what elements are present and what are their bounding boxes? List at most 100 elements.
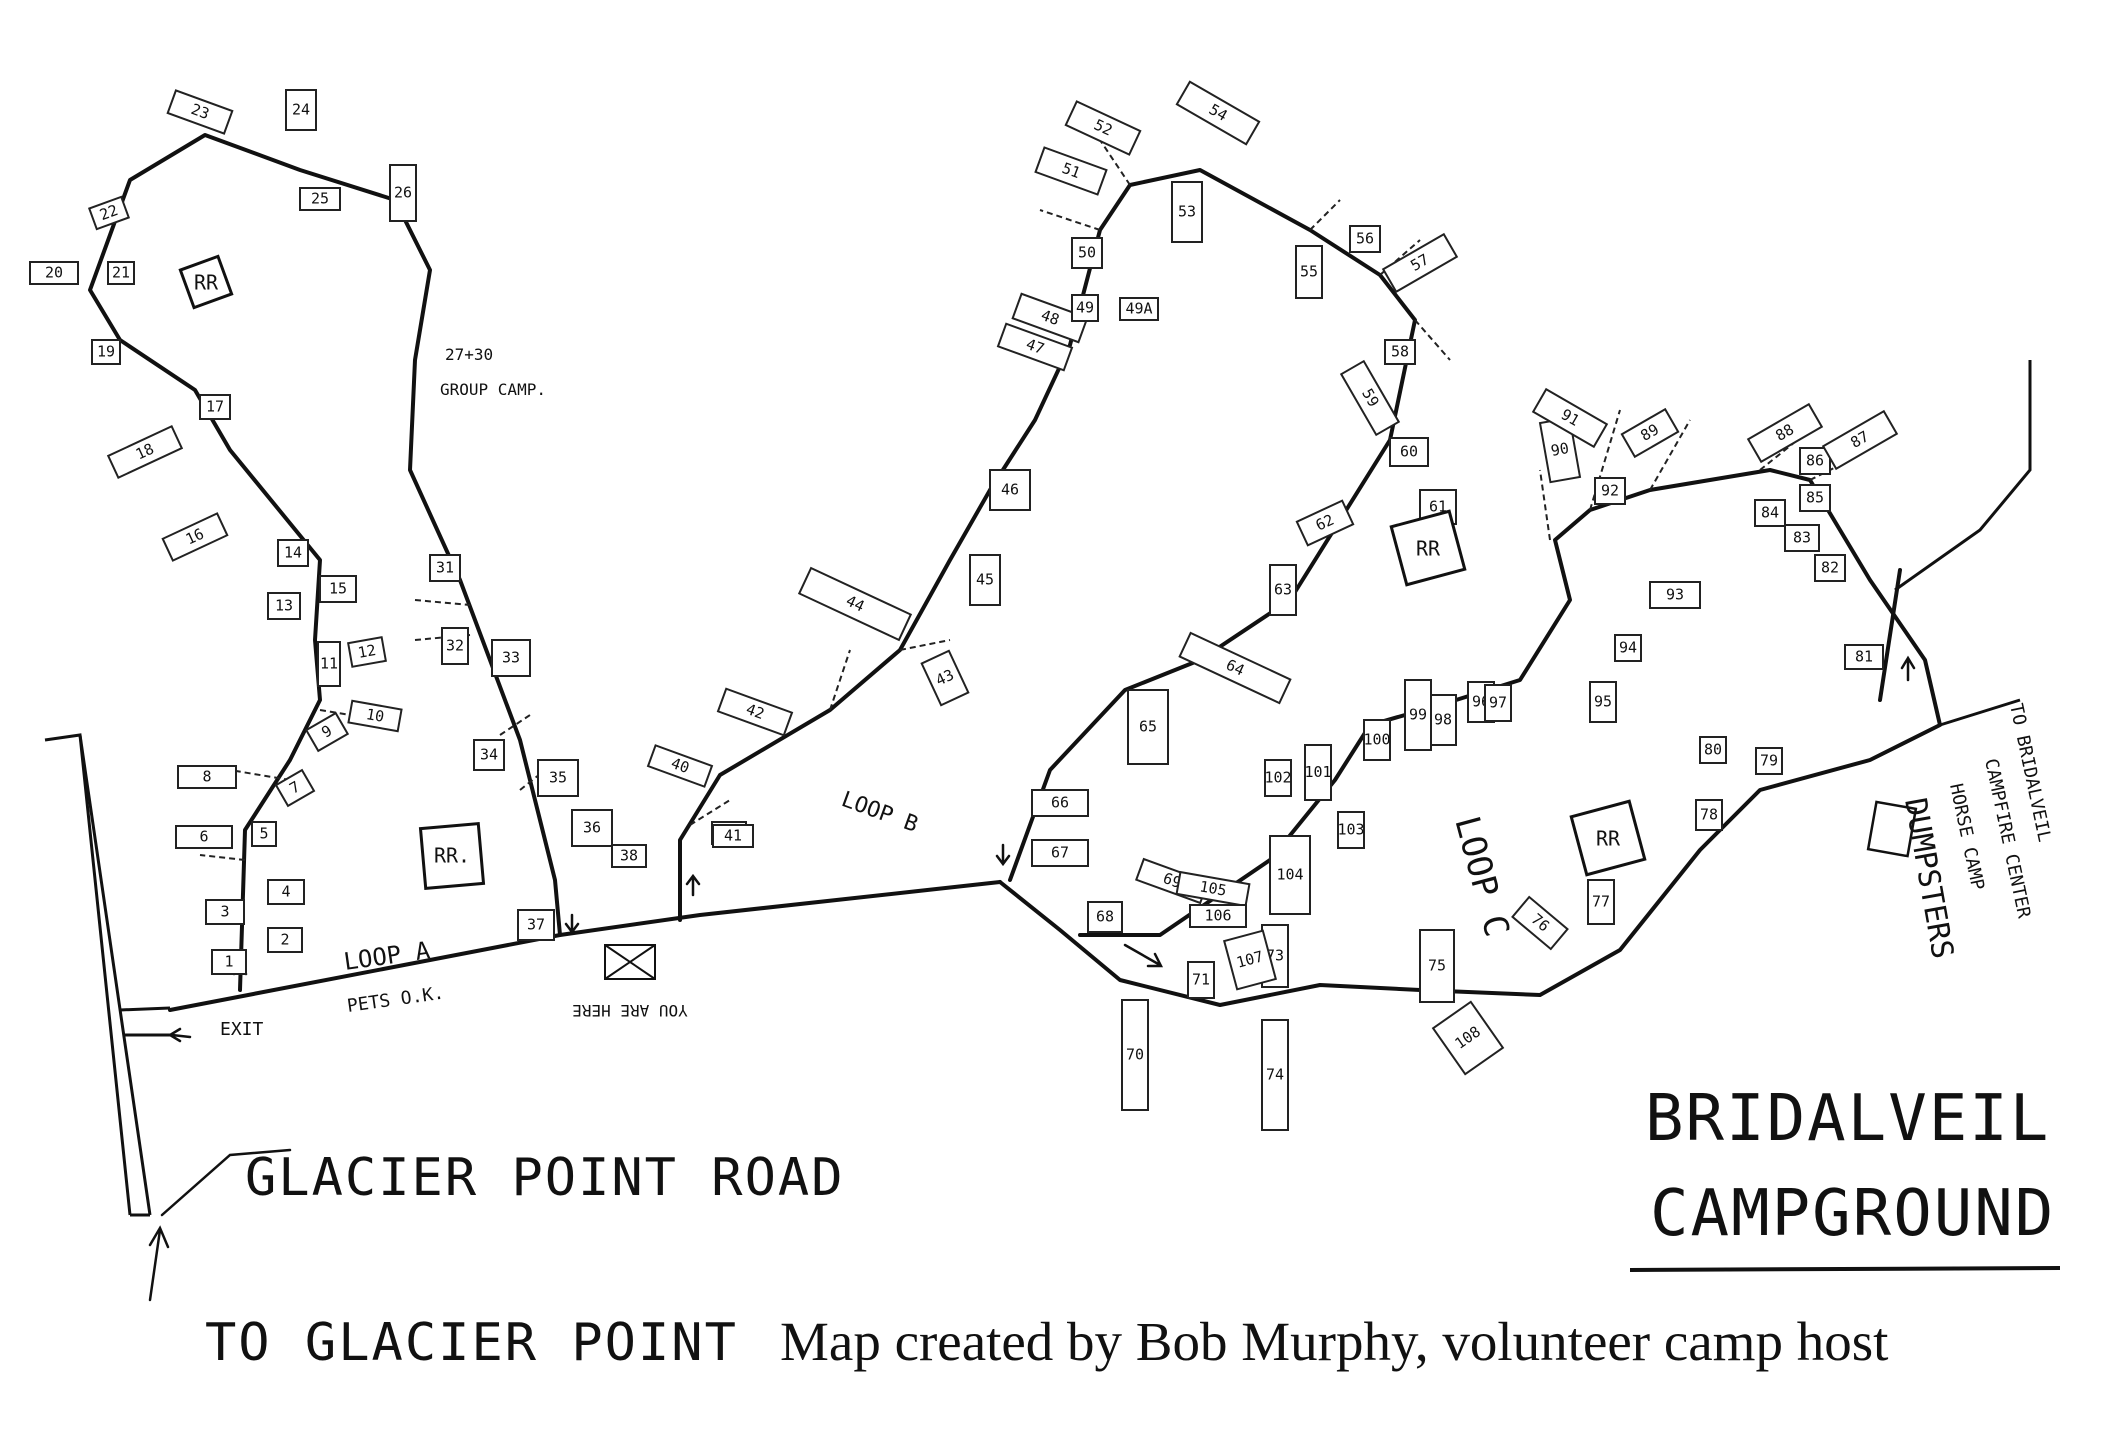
campsite-box bbox=[1349, 225, 1381, 253]
campsite-number: 1 bbox=[224, 953, 233, 971]
campsite: 52 bbox=[1064, 100, 1142, 156]
campsite: 62 bbox=[1295, 499, 1355, 547]
campsite-box bbox=[304, 711, 350, 753]
campsite-number: 63 bbox=[1274, 581, 1292, 599]
campsite-number: 23 bbox=[189, 100, 212, 123]
campsite-number: 40 bbox=[669, 754, 692, 777]
campsite: 82 bbox=[1814, 554, 1846, 582]
campsite-box bbox=[1121, 999, 1149, 1111]
campsite: 4 bbox=[267, 879, 305, 905]
campsite-number: 8 bbox=[202, 768, 211, 786]
campsite: 49A bbox=[1119, 297, 1159, 321]
campsite-number: 80 bbox=[1704, 741, 1722, 759]
campsite-box bbox=[1295, 499, 1355, 547]
campsite: 19 bbox=[91, 339, 121, 365]
campsite-number: 42 bbox=[744, 700, 767, 723]
campsite: 36 bbox=[571, 809, 613, 847]
campsite-box bbox=[1814, 554, 1846, 582]
campsite-number: 13 bbox=[275, 597, 293, 615]
campsite: 105 bbox=[1175, 870, 1251, 908]
campsite-number: 32 bbox=[446, 637, 464, 655]
campsite-box bbox=[267, 592, 301, 620]
campsite: 13 bbox=[267, 592, 301, 620]
campsite-box bbox=[1620, 407, 1680, 459]
campsite-number: 60 bbox=[1400, 443, 1418, 461]
campsite-box bbox=[205, 899, 245, 925]
campsite: 47 bbox=[996, 322, 1074, 372]
campsite-box bbox=[1746, 402, 1824, 464]
campsite-number: 25 bbox=[311, 190, 329, 208]
campsite: 12 bbox=[347, 636, 387, 668]
campsite: 88 bbox=[1746, 402, 1824, 464]
campsite-box bbox=[161, 512, 229, 562]
campsite-number: 22 bbox=[97, 201, 120, 224]
campsite-box bbox=[1031, 789, 1089, 817]
campsite: 56 bbox=[1349, 225, 1381, 253]
campsite-number: 56 bbox=[1356, 230, 1374, 248]
group-camp-line1: 27+30 bbox=[445, 345, 493, 364]
campsite-box bbox=[199, 394, 231, 420]
campsite: 25 bbox=[299, 187, 341, 211]
campsite: 86 bbox=[1799, 447, 1831, 475]
campsite-number: 68 bbox=[1096, 908, 1114, 926]
campsite: 26 bbox=[389, 164, 417, 222]
campsite-number: 5 bbox=[259, 825, 268, 843]
campsite-box bbox=[1614, 634, 1642, 662]
campsite: 14 bbox=[277, 539, 309, 567]
campsite: 94 bbox=[1614, 634, 1642, 662]
campsite-number: 16 bbox=[183, 525, 207, 549]
campsite-number: 79 bbox=[1760, 752, 1778, 770]
campsite: 40 bbox=[646, 744, 714, 788]
campsite-box bbox=[1071, 294, 1099, 322]
campsite-number: 104 bbox=[1276, 866, 1303, 884]
campsite: 74 bbox=[1261, 1019, 1289, 1131]
campsite-number: 65 bbox=[1139, 718, 1157, 736]
campsite-box bbox=[491, 639, 531, 677]
campsite: 65 bbox=[1127, 689, 1169, 765]
campsite: 5 bbox=[251, 821, 277, 847]
campsite-number: 95 bbox=[1594, 693, 1612, 711]
campsite: 58 bbox=[1384, 339, 1416, 365]
campsite-number: 75 bbox=[1428, 957, 1446, 975]
campsite-box bbox=[347, 699, 403, 733]
campsite-box bbox=[537, 759, 579, 797]
campsite-box bbox=[274, 768, 316, 808]
campsite-number: 66 bbox=[1051, 794, 1069, 812]
campsite-box bbox=[166, 89, 234, 135]
campsite-box bbox=[347, 636, 387, 668]
campsite-box bbox=[317, 641, 341, 687]
campsite-box bbox=[1339, 359, 1401, 437]
glacier-point-road bbox=[44, 733, 171, 1217]
campsite: 54 bbox=[1175, 80, 1261, 146]
campsite-number: 103 bbox=[1337, 821, 1364, 839]
campsite-number: 20 bbox=[45, 264, 63, 282]
campsite-box bbox=[106, 425, 184, 479]
campsite: 35 bbox=[537, 759, 579, 797]
campsite-number: 4 bbox=[281, 883, 290, 901]
campsite: 57 bbox=[1381, 232, 1459, 294]
campsite-box bbox=[277, 539, 309, 567]
campsite: 33 bbox=[491, 639, 531, 677]
restroom-a-north: RR bbox=[178, 254, 234, 310]
campsite-number: 67 bbox=[1051, 844, 1069, 862]
campsite: 48 bbox=[1011, 292, 1089, 344]
campsite-number: 78 bbox=[1700, 806, 1718, 824]
campsite-number: 98 bbox=[1434, 711, 1452, 729]
restroom-b: RR bbox=[1389, 509, 1467, 587]
campsite: 1 bbox=[211, 949, 247, 975]
campsite: 91 bbox=[1531, 387, 1609, 449]
campsite-number: 47 bbox=[1024, 335, 1047, 358]
dumpsters-label: DUMPSTERS bbox=[1897, 795, 1960, 961]
campsite-number: 93 bbox=[1666, 586, 1684, 604]
campsite-number: 33 bbox=[502, 649, 520, 667]
campsite-box bbox=[177, 765, 237, 789]
campsite-number: 15 bbox=[329, 580, 347, 598]
map-title-line1: BRIDALVEIL bbox=[1645, 1082, 2050, 1156]
campsite-number: 82 bbox=[1821, 559, 1839, 577]
map-title-line2: CAMPGROUND bbox=[1650, 1177, 2055, 1251]
campsite-number: 49A bbox=[1125, 300, 1152, 318]
campsite-number: 14 bbox=[284, 544, 302, 562]
campsite: 104 bbox=[1269, 835, 1311, 915]
campsite-number: 70 bbox=[1126, 1046, 1144, 1064]
campsite-number: 17 bbox=[206, 398, 224, 416]
